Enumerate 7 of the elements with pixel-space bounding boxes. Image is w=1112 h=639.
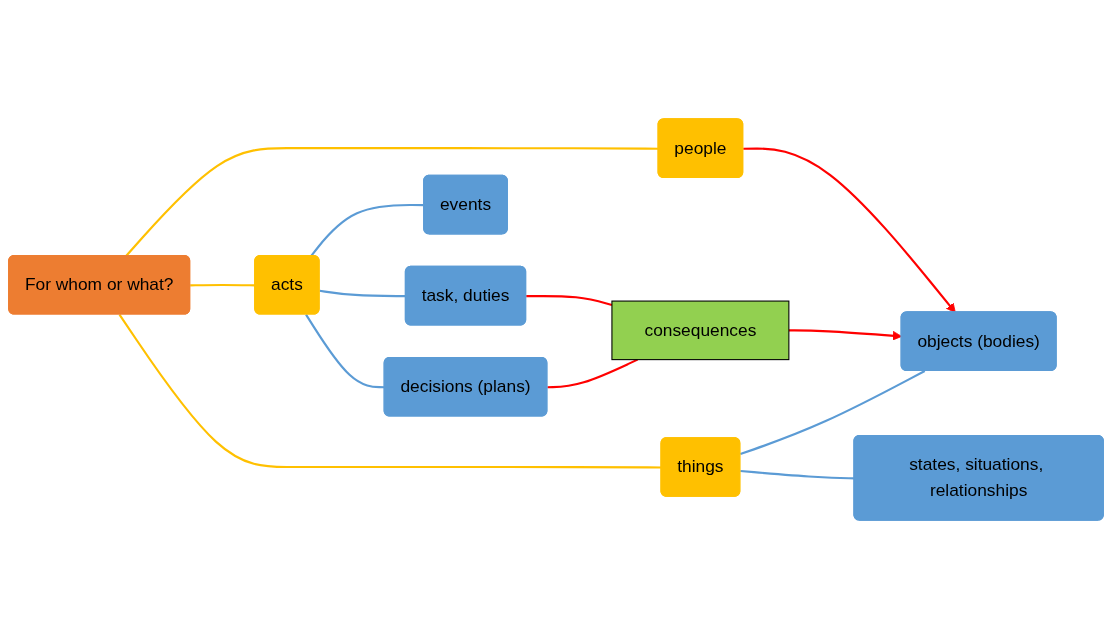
arrow bbox=[743, 147, 956, 313]
connector bbox=[740, 370, 926, 456]
connector bbox=[305, 314, 385, 389]
node-box: consequences bbox=[611, 300, 790, 361]
connector bbox=[319, 289, 406, 298]
connector bbox=[125, 147, 659, 257]
connector bbox=[547, 358, 639, 389]
